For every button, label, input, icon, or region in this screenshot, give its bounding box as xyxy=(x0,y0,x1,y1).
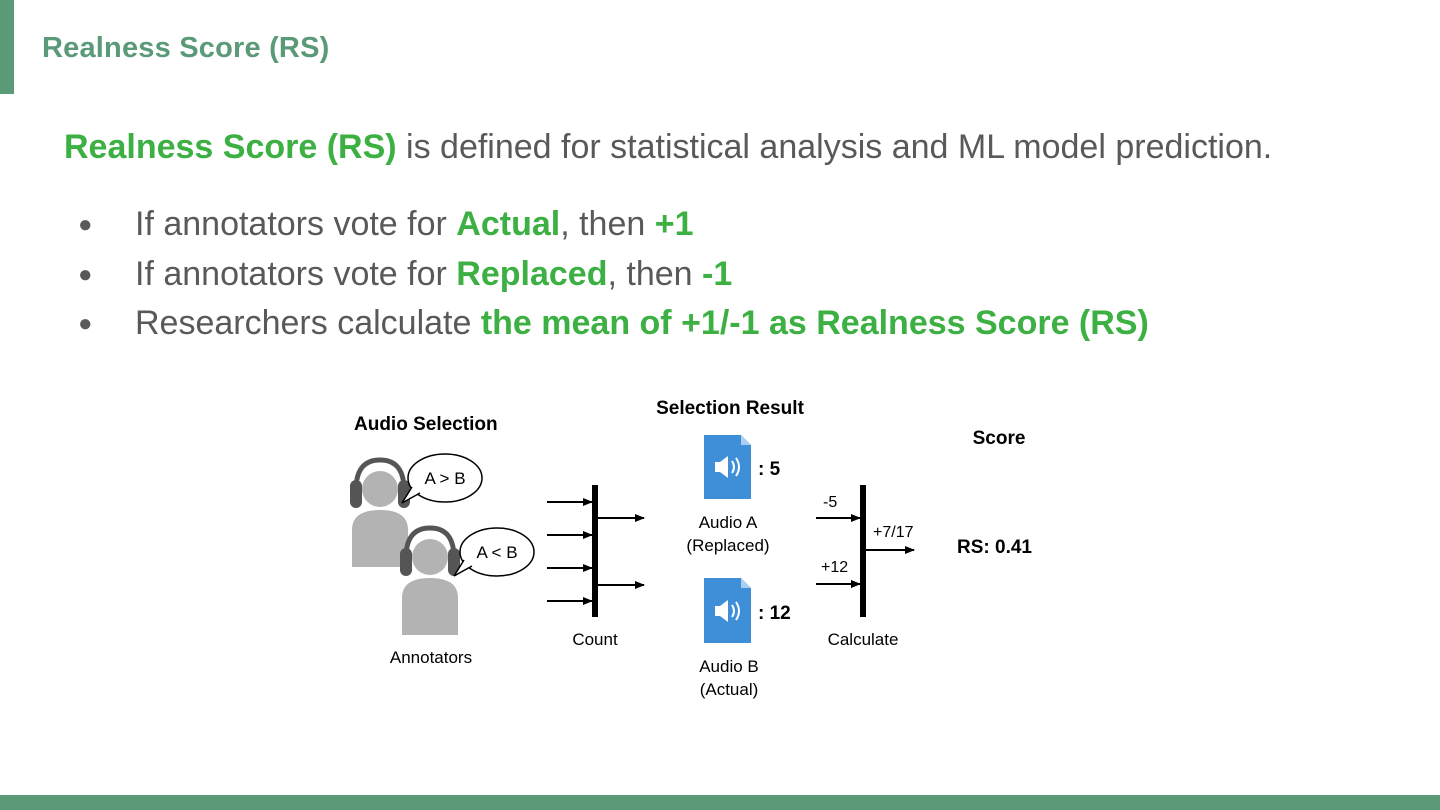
rule-pre: If annotators vote for xyxy=(135,205,457,243)
rule-pre: Researchers calculate xyxy=(135,304,481,342)
calc-output-value: +7/17 xyxy=(873,524,914,541)
bullet-icon: ● xyxy=(78,310,93,337)
realness-score-diagram: Audio Selection A > B A < B Annotators xyxy=(340,390,1080,710)
score-title: Score xyxy=(973,428,1026,449)
audio-b-label: Audio B xyxy=(699,657,759,676)
annotators-label: Annotators xyxy=(390,648,472,667)
calculate-bar xyxy=(860,485,866,617)
bullet-icon: ● xyxy=(78,211,93,238)
audio-a-label: Audio A xyxy=(699,513,758,532)
count-arrows xyxy=(547,498,593,605)
speech-bubble: A < B xyxy=(453,527,535,577)
rule-score: -1 xyxy=(702,254,733,293)
audio-b-count: : 12 xyxy=(758,603,791,624)
audio-file-icon xyxy=(704,578,751,643)
input-b-value: +12 xyxy=(821,559,848,576)
audio-file-icon xyxy=(704,435,751,499)
count-label: Count xyxy=(572,630,618,649)
rule-choice: Replaced xyxy=(456,254,608,293)
audio-a-count: : 5 xyxy=(758,459,781,480)
rule-text: If annotators vote for Replaced, then -1 xyxy=(135,250,732,300)
rule-choice: the mean of +1/-1 as Realness Score (RS) xyxy=(480,304,1149,342)
rule-pre: If annotators vote for xyxy=(135,254,457,293)
slide-title: Realness Score (RS) xyxy=(42,32,330,64)
bubble-text: A > B xyxy=(424,469,465,488)
rule-mid: , then xyxy=(607,254,702,293)
annotator-icon xyxy=(350,457,410,567)
bullet-icon: ● xyxy=(78,260,93,288)
rule-score: +1 xyxy=(654,205,694,243)
audio-b-sublabel: (Actual) xyxy=(700,680,759,699)
title-accent-bar xyxy=(0,0,14,94)
count-bar xyxy=(592,485,598,617)
annotator-icon xyxy=(400,525,460,635)
intro-highlight: Realness Score (RS) xyxy=(64,128,397,166)
footer-bar xyxy=(0,795,1440,810)
rule-choice: Actual xyxy=(456,205,561,243)
input-a-value: -5 xyxy=(823,494,837,511)
audio-a-sublabel: (Replaced) xyxy=(686,536,769,555)
intro-sentence: Realness Score (RS) is defined for stati… xyxy=(64,128,1272,167)
calculate-label: Calculate xyxy=(828,630,899,649)
rule-mid: , then xyxy=(560,205,655,243)
rule-text: Researchers calculate the mean of +1/-1 … xyxy=(135,299,1149,349)
selection-result-title: Selection Result xyxy=(656,398,804,419)
speech-bubble: A > B xyxy=(401,453,483,504)
diagram-canvas: Audio Selection A > B A < B Annotators xyxy=(350,398,1032,699)
intro-rest: is defined for statistical analysis and … xyxy=(396,128,1273,166)
bubble-text: A < B xyxy=(476,543,517,562)
audio-selection-title: Audio Selection xyxy=(354,414,498,435)
rs-value: RS: 0.41 xyxy=(957,537,1032,558)
rule-text: If annotators vote for Actual, then +1 xyxy=(135,200,694,250)
